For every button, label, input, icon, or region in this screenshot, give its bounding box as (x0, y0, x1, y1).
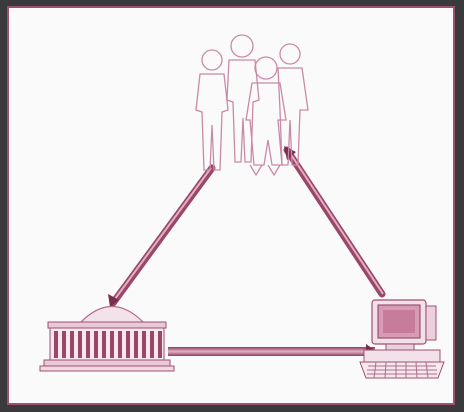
edge-institution-computer (168, 344, 376, 358)
group-of-people-icon (196, 35, 308, 175)
edge-people-computer (284, 146, 383, 294)
edge-people-institution (108, 168, 212, 307)
classical-building-icon (40, 307, 174, 372)
computer-workstation-icon (360, 300, 444, 378)
